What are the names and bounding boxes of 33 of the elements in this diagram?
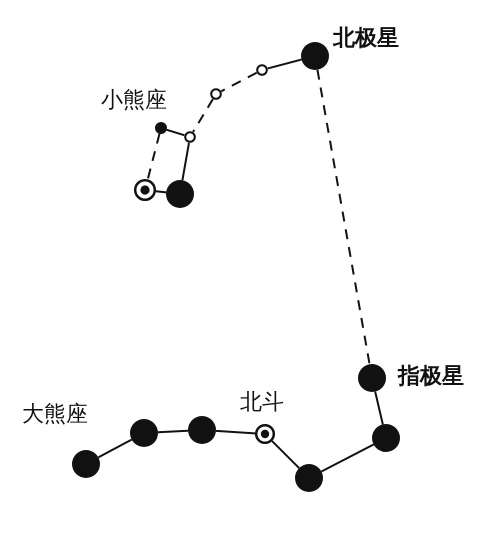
connecting-line: [166, 128, 185, 136]
hollow-star-dot: [256, 64, 268, 76]
connecting-line: [271, 440, 300, 469]
star-name: 北极星: [333, 26, 399, 52]
connecting-line: [220, 72, 258, 92]
star-dot: [155, 122, 167, 134]
star-name: 指极星: [398, 364, 464, 390]
constellation-label: 北斗: [240, 390, 284, 416]
connecting-line: [98, 438, 132, 458]
star-dot: [188, 416, 216, 444]
hollow-star-dot: [184, 131, 196, 143]
star-dot: [295, 464, 323, 492]
constellation-label: 小熊座: [101, 88, 167, 114]
star-dot: [358, 364, 386, 392]
star-dot: [72, 450, 100, 478]
connecting-line: [158, 430, 188, 434]
connecting-line: [146, 134, 160, 180]
connecting-line: [320, 444, 374, 472]
ringed-star-dot: [134, 179, 156, 201]
star-dot: [166, 180, 194, 208]
connecting-line: [216, 430, 256, 434]
connecting-line: [156, 190, 166, 194]
connecting-line: [316, 70, 371, 364]
constellation-label: 大熊座: [22, 402, 88, 428]
connecting-line: [181, 142, 190, 180]
connecting-line: [374, 391, 384, 425]
connecting-line: [268, 58, 302, 70]
ringed-star-dot: [255, 424, 275, 444]
hollow-star-dot: [210, 88, 222, 100]
star-dot: [372, 424, 400, 452]
star-dot: [301, 42, 329, 70]
star-dot: [130, 419, 158, 447]
connecting-line: [192, 98, 214, 132]
